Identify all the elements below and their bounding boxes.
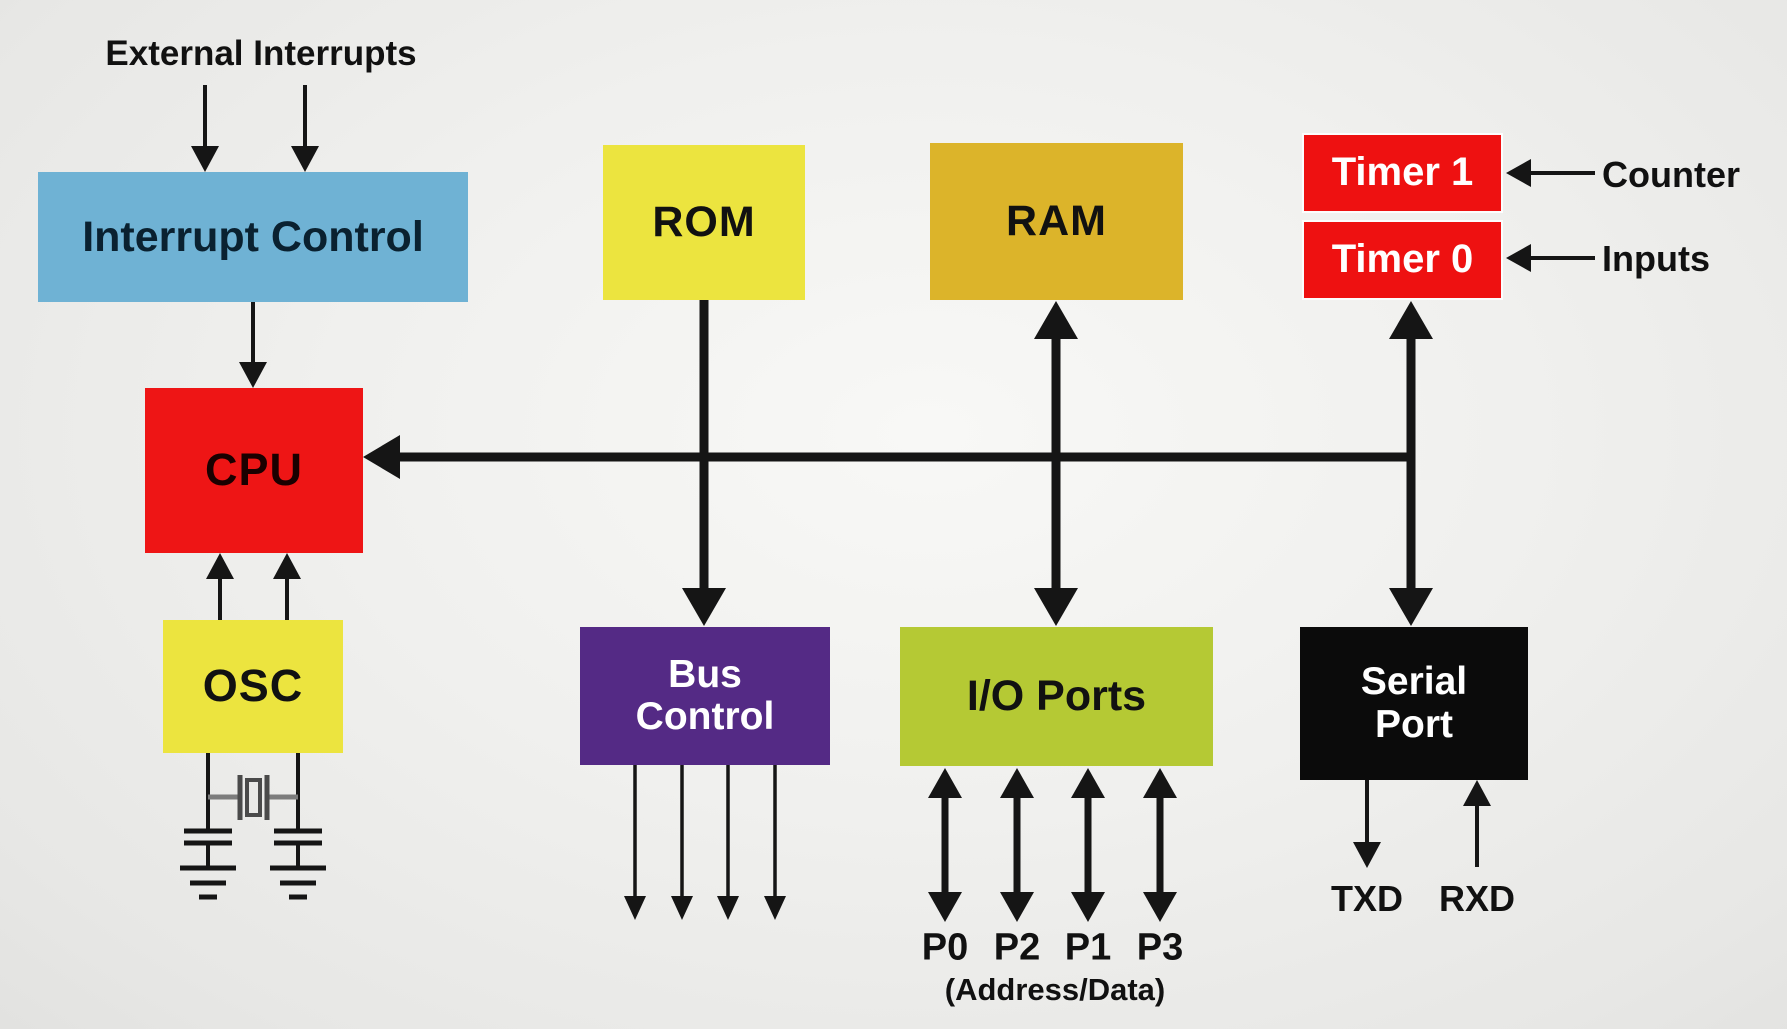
rom-box: ROM <box>603 145 805 300</box>
interrupt-control-label: Interrupt Control <box>82 212 424 261</box>
external-interrupt-arrow-left <box>191 85 219 172</box>
counter-label: Counter <box>1602 154 1740 195</box>
interrupt-to-cpu-arrow <box>239 302 267 388</box>
port-p1-label: P1 <box>1064 926 1112 969</box>
timer1-label: Timer 1 <box>1331 150 1474 195</box>
cpu-label: CPU <box>204 444 303 496</box>
osc-box: OSC <box>163 620 343 753</box>
rom-to-buscontrol-arrow <box>682 300 726 626</box>
counter-arrow <box>1506 159 1595 187</box>
external-interrupts-label: External Interrupts <box>105 34 417 73</box>
io-ports-label: I/O Ports <box>966 672 1147 721</box>
rxd-arrow <box>1463 780 1491 867</box>
bus-control-box: Bus Control <box>580 627 830 765</box>
port-p3-label: P3 <box>1136 926 1184 969</box>
system-bus-line <box>363 435 1415 479</box>
io-ports-box: I/O Ports <box>900 627 1213 766</box>
timer-serial-bidirectional-arrow <box>1389 301 1433 626</box>
ram-ioports-bidirectional-arrow <box>1034 301 1078 626</box>
rom-label: ROM <box>652 198 756 247</box>
bus-control-output-arrows <box>624 765 786 920</box>
timer0-box: Timer 0 <box>1302 220 1503 300</box>
inputs-label: Inputs <box>1602 238 1710 279</box>
timer0-label: Timer 0 <box>1331 237 1474 282</box>
osc-to-cpu-arrow-right <box>273 553 301 620</box>
crystal-oscillator-circuit <box>180 753 326 900</box>
cpu-box: CPU <box>145 388 363 553</box>
address-data-label: (Address/Data) <box>944 972 1166 1007</box>
osc-to-cpu-arrow-left <box>206 553 234 620</box>
inputs-arrow <box>1506 244 1595 272</box>
osc-label: OSC <box>202 660 304 712</box>
port-p0-label: P0 <box>921 926 969 969</box>
bus-control-label: Bus Control <box>635 652 775 738</box>
rxd-label: RXD <box>1438 878 1516 919</box>
port-p2-label: P2 <box>993 926 1041 969</box>
serial-port-label: Serial Port <box>1360 660 1468 746</box>
txd-label: TXD <box>1331 878 1403 919</box>
txd-arrow <box>1353 780 1381 868</box>
ram-box: RAM <box>930 143 1183 300</box>
interrupt-control-box: Interrupt Control <box>38 172 468 302</box>
serial-port-box: Serial Port <box>1300 627 1528 780</box>
io-port-pin-arrows <box>928 768 1177 922</box>
ram-label: RAM <box>1006 197 1107 246</box>
timer1-box: Timer 1 <box>1302 133 1503 213</box>
external-interrupt-arrow-right <box>291 85 319 172</box>
